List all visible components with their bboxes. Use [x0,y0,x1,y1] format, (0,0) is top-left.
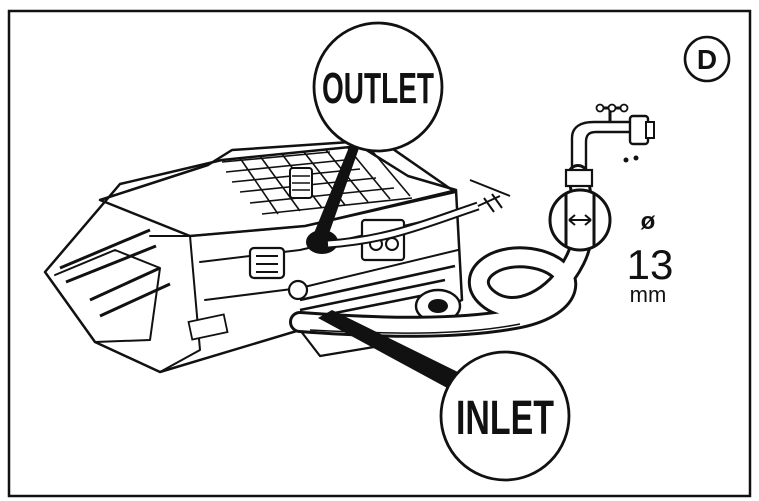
diameter-value: 13 [627,241,674,288]
outlet-label: OUTLET [322,64,434,113]
inlet-pointer [318,310,470,396]
diameter-unit: mm [630,282,667,307]
panel-letter-badge: D [683,35,731,83]
inlet-callout: INLET [318,310,571,482]
hose-diameter-magnifier [548,188,612,252]
inlet-hose [289,164,595,338]
outlet-hose [327,179,511,249]
water-tap-illustration [564,103,655,188]
outlet-pointer [312,130,364,242]
diameter-symbol: ø [641,208,656,235]
panel-letter: D [697,44,717,75]
outlet-callout: OUTLET [312,21,444,242]
inlet-label: INLET [456,392,554,445]
